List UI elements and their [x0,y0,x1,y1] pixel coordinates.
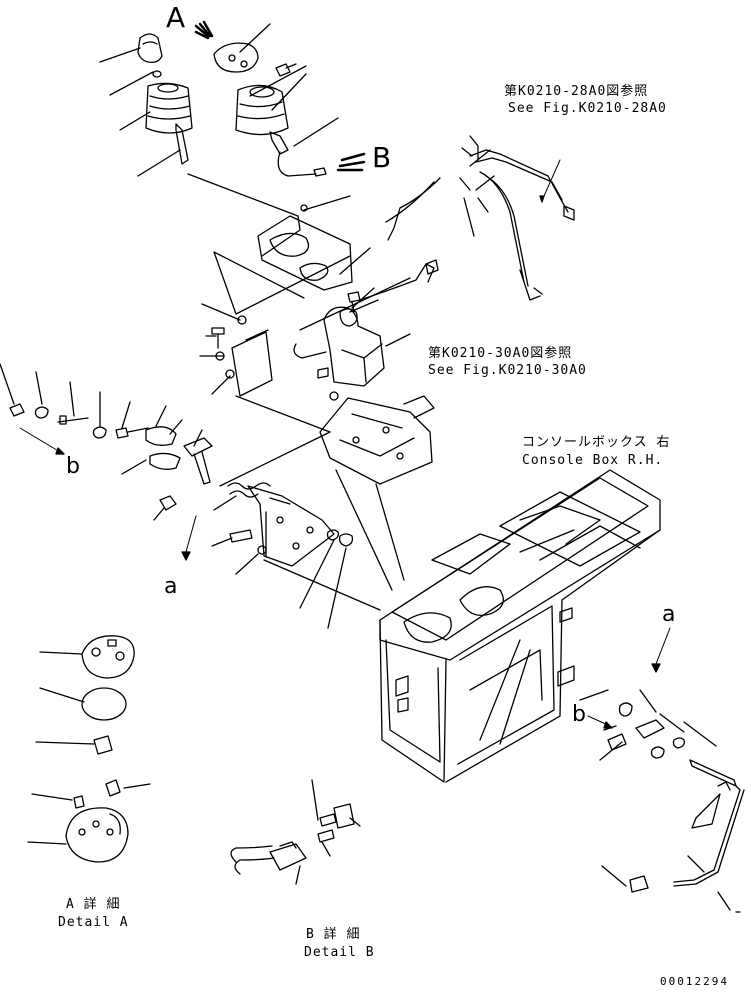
detail-a-drawing [27,635,151,863]
detail-b-caption-jp: B 詳 細 [306,927,361,942]
cover-plate [187,173,353,315]
arrow-label-b-left: b [66,454,80,479]
arrow-label-a-left: a [164,574,178,599]
ref-label-upper-jp: 第K0210-28A0図参照 [504,84,649,99]
console-label-jp: コンソールボックス 右 [522,435,671,450]
ref-label-upper-en: See Fig.K0210-28A0 [508,101,667,116]
console-label-en: Console Box R.H. [522,453,664,468]
valve-mounting-plate [319,395,435,591]
view-label-a: A [166,1,186,34]
ref-label-mid-en: See Fig.K0210-30A0 [428,363,587,378]
drawing-number: 00012294 [660,975,729,988]
knob-boot-assembly [99,20,366,177]
solenoid-valve [199,247,439,433]
detail-b-drawing [230,779,361,885]
left-bolt-row [0,363,213,521]
right-linkage [579,627,745,913]
ref-label-mid-jp: 第K0210-30A0図参照 [428,346,573,361]
view-label-b: B [372,141,392,174]
detail-b-caption-en: Detail B [304,945,375,960]
detail-a-caption-en: Detail A [58,915,129,930]
left-bracket [181,431,381,629]
arrow-label-a-right: a [662,602,676,627]
detail-a-caption-jp: A 詳 細 [66,897,121,912]
console-box-rh [379,469,661,783]
upper-hoses [385,135,575,301]
arrow-label-b-right: b [572,702,586,727]
